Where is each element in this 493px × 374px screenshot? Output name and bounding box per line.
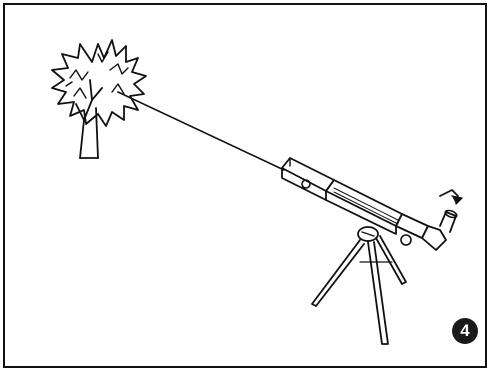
illustration-frame xyxy=(3,3,487,368)
tripod-icon xyxy=(311,226,407,345)
step-number-badge: 4 xyxy=(452,318,478,344)
rotate-arrow-icon xyxy=(439,189,463,205)
telescope-icon xyxy=(281,157,458,251)
tree-icon xyxy=(51,39,147,159)
sight-line xyxy=(117,91,285,171)
